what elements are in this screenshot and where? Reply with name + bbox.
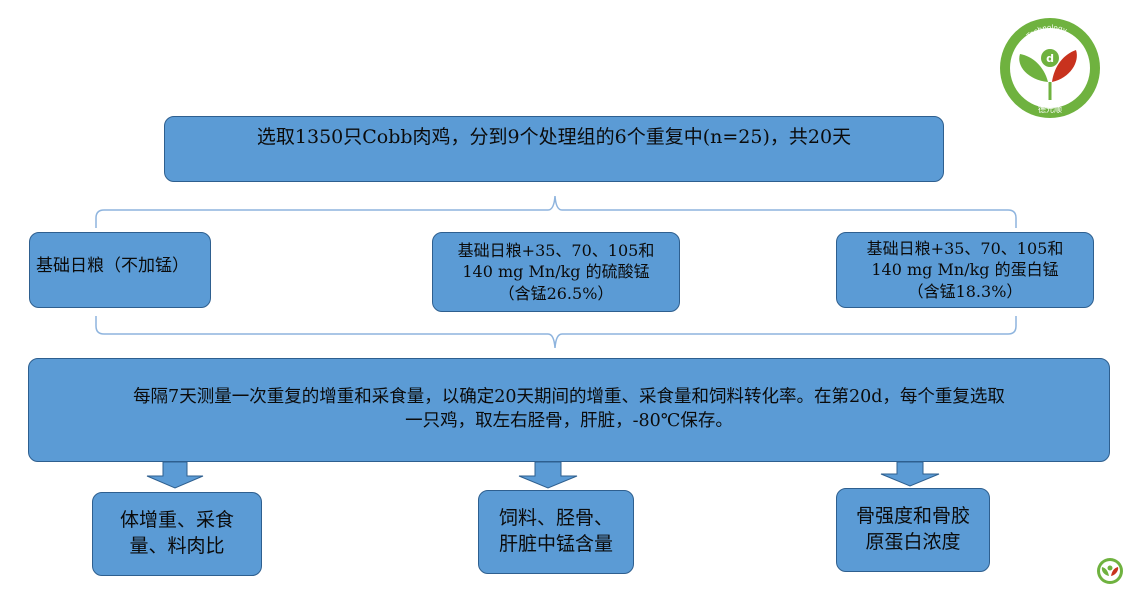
procedure-box: 每隔7天测量一次重复的增重和采食量，以确定20天期间的增重、采食量和饲料转化率。… — [28, 358, 1110, 462]
lower-brace — [95, 316, 1017, 349]
down-arrow-3 — [880, 461, 940, 487]
procedure-line-1: 每隔7天测量一次重复的增重和采食量，以确定20天期间的增重、采食量和饲料转化率。… — [133, 387, 1005, 408]
outcome-growth-line-2: 量、料肉比 — [129, 535, 225, 557]
leaf-left-icon — [1019, 54, 1048, 82]
proteinate-line-3: （含锰18.3%） — [907, 281, 1023, 301]
proteinate-line-1: 基础日粮+35、70、105和 — [866, 238, 1064, 258]
top-box: 选取1350只Cobb肉鸡，分到9个处理组的6个重复中(n=25)，共20天 — [164, 116, 944, 182]
down-arrow-2 — [518, 461, 578, 489]
svg-text:d: d — [1046, 52, 1054, 65]
upper-brace — [95, 195, 1017, 228]
small-logo-icon — [1096, 557, 1124, 585]
sulfate-line-2: 140 mg Mn/kg 的硫酸锰 — [462, 262, 650, 282]
company-logo: d Bio-Technology 德元顺 — [998, 16, 1102, 120]
basal-diet-text: 基础日粮（不加锰） — [36, 255, 189, 276]
sulfate-line-3: （含锰26.5%） — [498, 283, 614, 303]
manganese-proteinate-box: 基础日粮+35、70、105和 140 mg Mn/kg 的蛋白锰 （含锰18.… — [836, 232, 1094, 308]
logo-cn-text: 德元顺 — [1038, 104, 1062, 114]
outcome-bone-line-1: 骨强度和骨胶 — [855, 505, 970, 528]
outcome-manganese-content-box: 饲料、胫骨、 肝脏中锰含量 — [478, 490, 634, 574]
leaf-right-icon — [1052, 50, 1077, 82]
outcome-bone-strength-box: 骨强度和骨胶 原蛋白浓度 — [836, 488, 990, 572]
sulfate-line-1: 基础日粮+35、70、105和 — [457, 240, 655, 260]
top-box-text: 选取1350只Cobb肉鸡，分到9个处理组的6个重复中(n=25)，共20天 — [256, 126, 852, 149]
outcome-growth-line-1: 体增重、采食 — [119, 509, 234, 532]
down-arrow-1 — [146, 461, 204, 489]
outcome-manganese-line-2: 肝脏中锰含量 — [498, 533, 613, 555]
manganese-sulfate-box: 基础日粮+35、70、105和 140 mg Mn/kg 的硫酸锰 （含锰26.… — [432, 232, 680, 312]
procedure-line-2: 一只鸡，取左右胫骨，肝脏，-80℃保存。 — [405, 411, 733, 431]
outcome-bone-line-2: 原蛋白浓度 — [865, 531, 961, 553]
proteinate-line-2: 140 mg Mn/kg 的蛋白锰 — [871, 260, 1059, 280]
basal-diet-box: 基础日粮（不加锰） — [29, 232, 211, 308]
outcome-growth-box: 体增重、采食 量、料肉比 — [92, 492, 262, 576]
outcome-manganese-line-1: 饲料、胫骨、 — [498, 507, 613, 530]
